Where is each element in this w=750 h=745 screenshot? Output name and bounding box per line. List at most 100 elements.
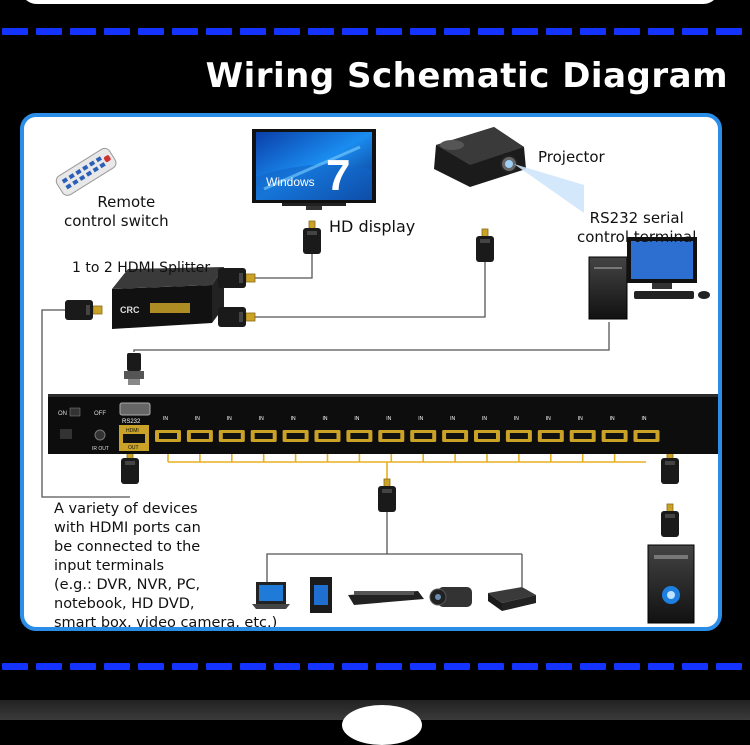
- dash-segment: [682, 663, 708, 670]
- dash-segment: [342, 663, 368, 670]
- dash-segment: [478, 663, 504, 670]
- power-switch: [69, 407, 81, 417]
- splitter-brand: CRC: [120, 305, 140, 315]
- hdmi-plug-output: [120, 450, 140, 485]
- label-hd-display: HD display: [329, 217, 416, 236]
- dash-segment: [36, 663, 62, 670]
- windows-logo-text: Windows: [266, 175, 315, 189]
- input-port-label: IN: [418, 416, 423, 422]
- label-projector: Projector: [538, 148, 605, 166]
- dash-segment: [2, 28, 28, 35]
- remote-control-icon: [55, 147, 117, 196]
- notebook-icon: [252, 582, 290, 609]
- dash-segment: [240, 663, 266, 670]
- input-port-label: IN: [514, 416, 519, 422]
- label-rs232: RS232 serial control terminal: [577, 209, 697, 246]
- dvr-box-icon: [488, 587, 536, 611]
- dash-segment: [648, 28, 674, 35]
- dash-segment: [206, 28, 232, 35]
- dash-segment: [648, 663, 674, 670]
- power-on-label: ON: [58, 411, 67, 417]
- dash-segment: [274, 663, 300, 670]
- projector-icon: [434, 127, 584, 213]
- video-camera-icon: [429, 587, 472, 607]
- dash-segment: [410, 663, 436, 670]
- rs232-connector-icon: [124, 353, 144, 385]
- wire-bus-to-devices: [266, 512, 388, 587]
- dash-segment: [512, 28, 538, 35]
- dash-segment: [580, 28, 606, 35]
- hdmi-plug-display: [302, 220, 322, 255]
- hdmi-plug-splitter-in: [64, 299, 103, 321]
- dash-segment: [70, 28, 96, 35]
- hdmi-input-port: [442, 430, 469, 442]
- hdmi-input-port: [569, 430, 596, 442]
- input-port-label: IN: [354, 416, 359, 422]
- dash-segment: [478, 28, 504, 35]
- diagram-panel: Windows 7 CRC: [20, 113, 722, 631]
- hdmi-input-port: [155, 430, 181, 442]
- hdmi-input-port: [218, 430, 245, 442]
- input-bus: [167, 454, 646, 479]
- hdmi-input-port: [282, 430, 309, 442]
- hdmi-input-port: [410, 430, 437, 442]
- dash-segment: [716, 663, 742, 670]
- windows-seven-text: 7: [326, 151, 350, 200]
- rs232-label: RS232: [122, 419, 141, 425]
- page-title: Wiring Schematic Diagram: [205, 56, 728, 96]
- dash-segment: [376, 28, 402, 35]
- input-port-label: IN: [386, 416, 391, 422]
- hdmi-input-port: [505, 430, 532, 442]
- dash-segment: [104, 663, 130, 670]
- dash-segment: [614, 28, 640, 35]
- power-off-label: OFF: [94, 411, 106, 417]
- hdmi-input-port: [474, 430, 500, 442]
- wire-input-to-splitter: [41, 309, 130, 498]
- dash-segment: [138, 663, 164, 670]
- top-banner-edge: [20, 0, 720, 4]
- wire-rs232-to-pc: [133, 322, 610, 352]
- hdmi-plug-projector: [475, 228, 495, 263]
- wire-splitter-to-display: [252, 247, 313, 279]
- dash-segment: [2, 663, 28, 670]
- hdmi-input-port: [186, 430, 213, 442]
- dash-segment: [138, 28, 164, 35]
- desktop-pc-icon: [647, 544, 695, 624]
- dash-segment: [444, 663, 470, 670]
- wire-lines: [41, 247, 671, 587]
- dash-segment: [308, 663, 334, 670]
- input-port-label: IN: [195, 416, 200, 422]
- dash-segment: [716, 28, 742, 35]
- dash-segment: [342, 28, 368, 35]
- hdmi-plug-splitter-out-1: [217, 267, 256, 289]
- hdmi-out-label: HDMI: [126, 428, 139, 434]
- hdmi-plug-input-bus: [377, 478, 397, 513]
- out-label: OUT: [128, 445, 139, 451]
- hdmi-input-port: [378, 430, 405, 442]
- ir-out-jack: [94, 429, 106, 441]
- wiring-diagram: Windows 7 CRC: [41, 127, 718, 624]
- dash-segment: [512, 663, 538, 670]
- wire-splitter-to-projector: [252, 257, 486, 318]
- input-port-label: IN: [482, 416, 487, 422]
- dash-segment: [240, 28, 266, 35]
- control-pc-icon: [588, 237, 710, 320]
- dash-segment: [172, 663, 198, 670]
- input-port-label: IN: [578, 416, 583, 422]
- bottom-banner-edge: [342, 705, 422, 745]
- label-splitter: 1 to 2 HDMI Splitter: [72, 260, 211, 276]
- hdmi-input-port: [537, 430, 564, 442]
- dash-segment: [70, 663, 96, 670]
- input-port-label: IN: [610, 416, 615, 422]
- label-remote: Remote control switch: [64, 193, 169, 230]
- hdmi-input-port: [250, 430, 277, 442]
- input-port-label: IN: [642, 416, 647, 422]
- dash-segment: [376, 663, 402, 670]
- dash-segment: [104, 28, 130, 35]
- rs232-port: [119, 402, 151, 416]
- pc-tower-icon: [310, 577, 332, 613]
- hdmi-input-port: [346, 430, 373, 442]
- input-port-label: IN: [291, 416, 296, 422]
- input-port-label: IN: [323, 416, 328, 422]
- dc-power-jack: [60, 429, 72, 439]
